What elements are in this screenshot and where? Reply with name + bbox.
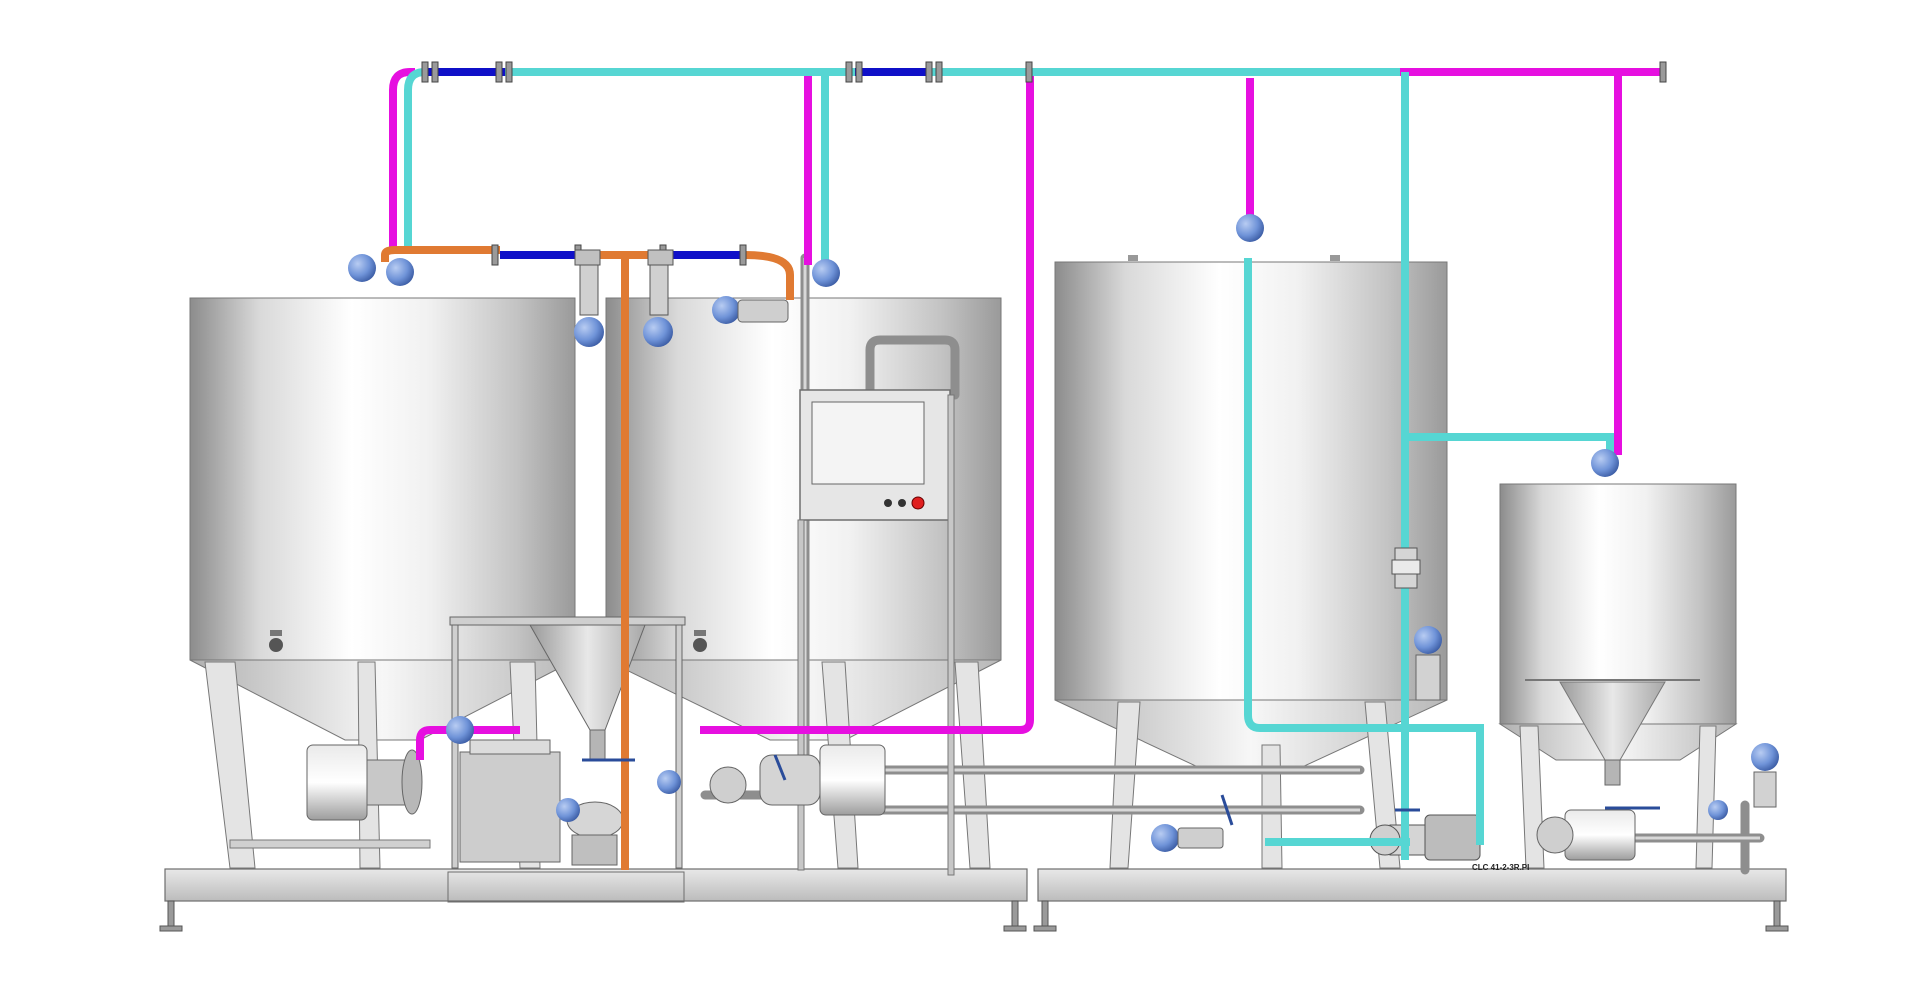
ball-valve-actuator-icon[interactable]: [1414, 626, 1442, 701]
hand-valves: [582, 754, 1660, 826]
ball-valve-actuator-icon[interactable]: [574, 317, 604, 347]
pipeline-blue: [428, 68, 930, 259]
ball-valve-actuator-icon[interactable]: [348, 254, 376, 282]
equipment-plate-label: CLC 41-2-3R.PI: [1472, 863, 1529, 872]
base-skid-left: [164, 868, 1028, 903]
dosing-block: [574, 249, 674, 316]
indicator-light-icon: [884, 499, 892, 507]
inline-sensor-icon: [1391, 547, 1421, 589]
ball-valve-actuator-icon[interactable]: [386, 258, 414, 286]
ball-valve-actuator-icon[interactable]: [812, 259, 840, 287]
hand-valve-icon[interactable]: [1220, 794, 1234, 826]
ball-valve-actuator-icon[interactable]: [1151, 824, 1224, 852]
ball-valve-actuator-icon[interactable]: [657, 770, 681, 794]
ball-valve-actuator-icon[interactable]: [1591, 449, 1619, 477]
ball-valve-actuator-icon[interactable]: [1751, 743, 1779, 808]
ball-valve-actuator-icon[interactable]: [643, 317, 673, 347]
ball-valve-actuator-icon[interactable]: [1708, 800, 1728, 820]
centrifugal-pump-icon: [566, 801, 624, 866]
sample-valve-icon: [693, 630, 707, 652]
leveling-feet: [159, 900, 1789, 932]
ball-valve-actuator-icon[interactable]: [1236, 214, 1264, 242]
centrifugal-pump-icon: [1536, 809, 1636, 861]
pipeline-magenta: [389, 68, 1660, 760]
panel-screen[interactable]: [811, 401, 925, 485]
ball-valve-actuator-icon[interactable]: [556, 798, 580, 822]
sample-valve-icon: [269, 630, 283, 652]
pipe-flanges: [421, 61, 1667, 266]
indicator-light-icon: [898, 499, 906, 507]
emergency-stop-button[interactable]: [911, 496, 925, 510]
centrifugal-pump-icon: [709, 744, 886, 816]
base-skid-right: [1037, 868, 1787, 902]
ball-valve-actuator-icon[interactable]: [446, 716, 474, 744]
hopper-left-frame: [449, 616, 686, 869]
hopper-right: [1525, 679, 1700, 786]
hand-valve-icon[interactable]: [773, 754, 787, 781]
mixer-gearbox: [459, 739, 561, 863]
centrifugal-pump-icon: [306, 744, 423, 821]
valves: [348, 214, 1779, 852]
ball-valve-actuator-icon[interactable]: [712, 296, 789, 324]
control-panel: [797, 389, 955, 876]
